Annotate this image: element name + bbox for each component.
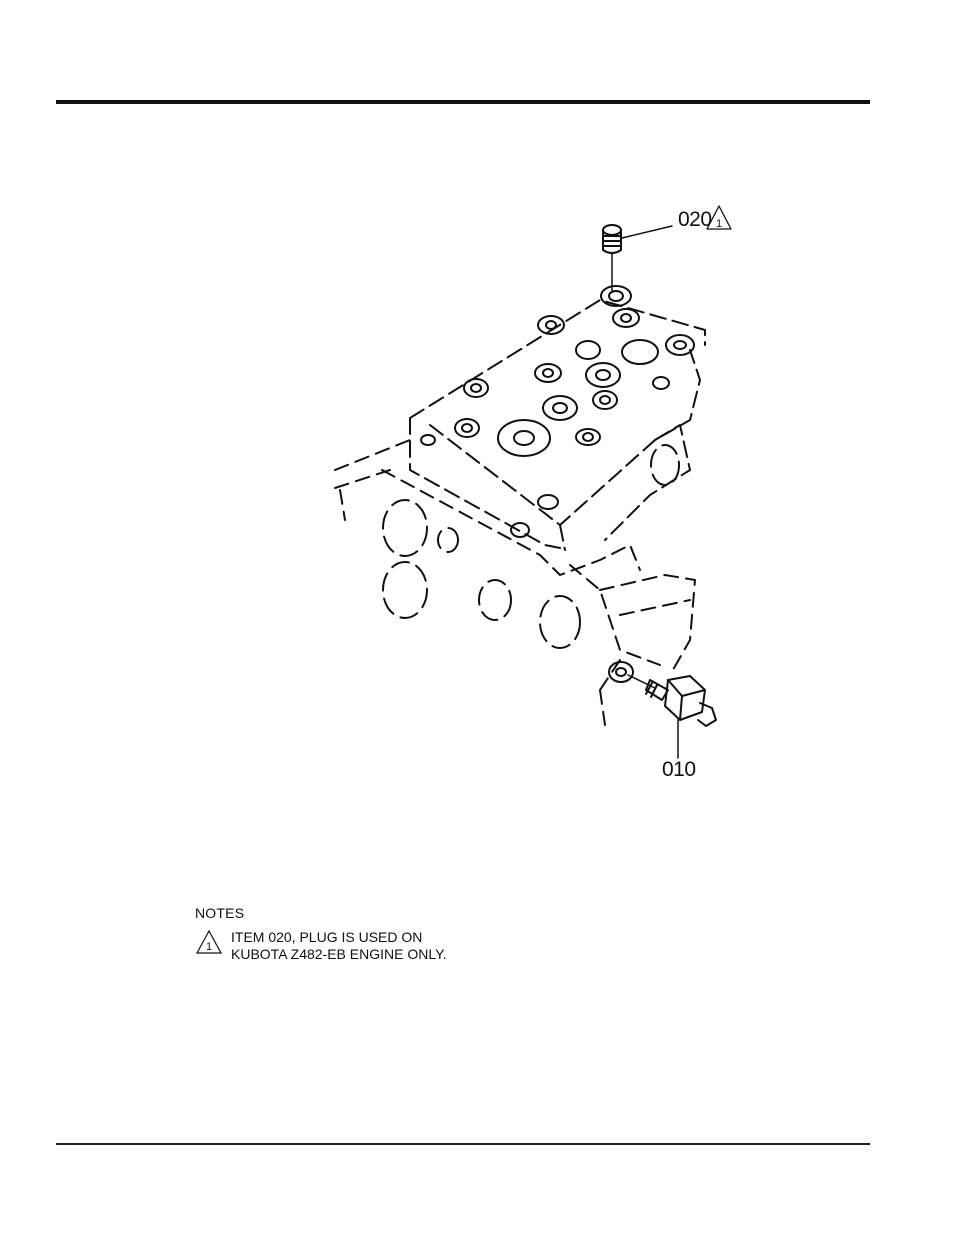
warning-triangle-icon: 1	[195, 929, 223, 955]
head-bolt-bosses	[421, 286, 694, 537]
note-item: 1 ITEM 020, PLUG IS USED ON KUBOTA Z482-…	[195, 929, 447, 963]
notes-heading: NOTES	[195, 905, 447, 921]
note-line-1: ITEM 020, PLUG IS USED ON	[231, 929, 447, 946]
engine-block-outline	[335, 440, 695, 725]
triangle-ref-number-diagram: 1	[716, 218, 722, 230]
callout-item-020: 020	[678, 208, 712, 232]
cylinder-bores	[383, 445, 679, 648]
note-line-2: KUBOTA Z482-EB ENGINE ONLY.	[231, 946, 447, 963]
pressure-switch-010-part	[628, 675, 716, 758]
footer-rule	[56, 1143, 870, 1145]
note-text: ITEM 020, PLUG IS USED ON KUBOTA Z482-EB…	[231, 929, 447, 963]
plug-020-part	[603, 225, 672, 292]
cylinder-head-outline	[410, 300, 705, 550]
callout-item-010: 010	[662, 758, 696, 782]
note-ref-number: 1	[206, 941, 212, 953]
notes-section: NOTES 1 ITEM 020, PLUG IS USED ON KUBOTA…	[195, 905, 447, 963]
